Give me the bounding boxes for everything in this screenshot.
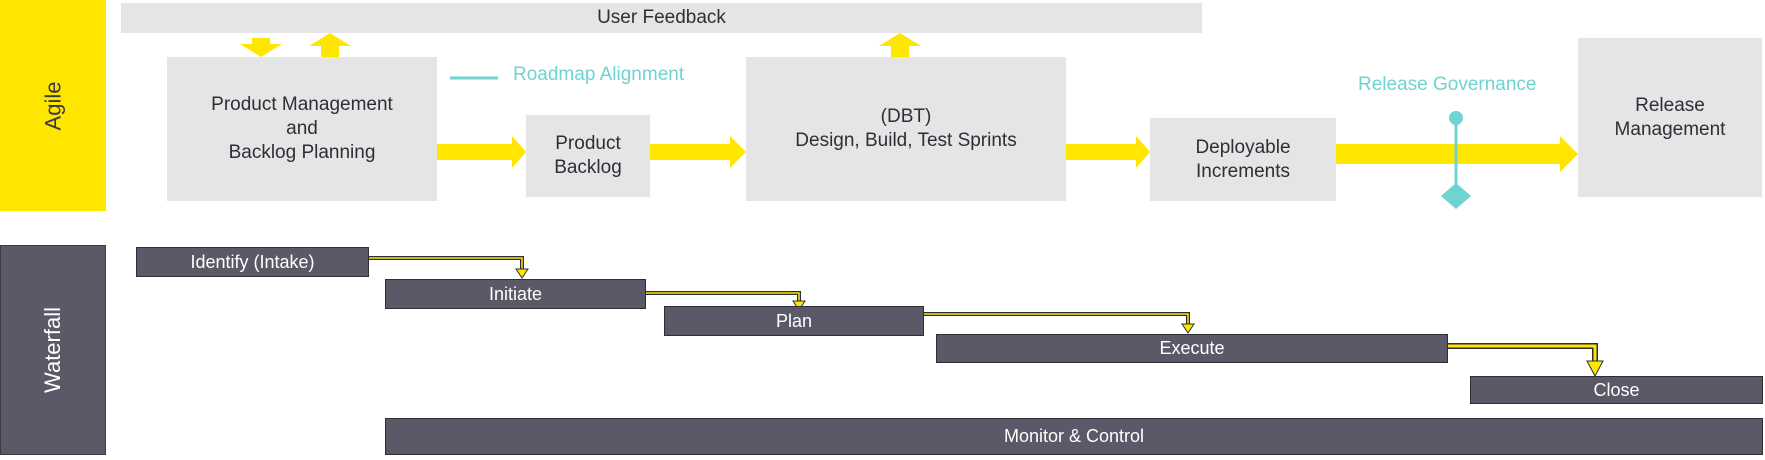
feedback-up-arrow-left xyxy=(309,33,351,57)
execute-bar: Execute xyxy=(936,334,1448,363)
connector-execute-close xyxy=(1448,343,1598,362)
identify-intake-bar: Identify (Intake) xyxy=(136,247,369,277)
flow-arrow-3 xyxy=(1066,136,1150,168)
governance-diamond xyxy=(1441,183,1471,209)
connector-plan-execute xyxy=(924,312,1190,325)
release-management-line-1: Release xyxy=(1635,94,1705,116)
deployable-increments-line-2: Increments xyxy=(1196,160,1290,182)
agile-lane-label: Agile xyxy=(0,0,106,211)
release-management-line-2: Management xyxy=(1614,118,1726,140)
product-backlog-box: Product Backlog xyxy=(526,115,650,197)
deployable-increments-box: Deployable Increments xyxy=(1150,118,1336,201)
flow-arrow-1 xyxy=(435,136,526,168)
release-governance-label: Release Governance xyxy=(1358,74,1537,95)
identify-intake-label: Identify (Intake) xyxy=(190,251,315,272)
connector-initiate-plan xyxy=(646,291,801,302)
connector-identify-initiate xyxy=(369,256,524,270)
plan-bar: Plan xyxy=(664,306,924,336)
plan-label: Plan xyxy=(775,310,813,331)
product-backlog-line-1: Product xyxy=(555,133,621,154)
flow-arrow-2 xyxy=(650,136,746,168)
dbt-box: (DBT) Design, Build, Test Sprints xyxy=(746,57,1066,201)
product-management-box: Product Management and Backlog Planning xyxy=(167,57,437,201)
waterfall-lane-label: Waterfall xyxy=(0,245,106,455)
product-backlog-line-2: Backlog xyxy=(554,157,622,178)
product-management-line-3: Backlog Planning xyxy=(228,142,376,163)
monitor-control-label: Monitor & Control xyxy=(1003,426,1145,446)
execute-label: Execute xyxy=(1159,338,1225,358)
close-label: Close xyxy=(1593,379,1640,400)
user-feedback-label: User Feedback xyxy=(597,7,726,28)
user-feedback-bar: User Feedback xyxy=(121,3,1202,33)
feedback-down-arrow xyxy=(240,38,282,57)
deployable-increments-line-1: Deployable xyxy=(1195,136,1291,158)
release-management-box: Release Management xyxy=(1578,38,1762,197)
product-management-line-1: Product Management xyxy=(211,94,393,115)
roadmap-alignment-label: Roadmap Alignment xyxy=(513,64,685,85)
initiate-bar: Initiate xyxy=(385,279,646,309)
close-bar: Close xyxy=(1470,376,1763,404)
monitor-control-bar: Monitor & Control xyxy=(385,418,1763,455)
dbt-line-2: Design, Build, Test Sprints xyxy=(795,130,1017,151)
initiate-label: Initiate xyxy=(488,283,543,304)
feedback-up-arrow-right xyxy=(879,33,921,57)
dbt-line-1: (DBT) xyxy=(880,106,932,127)
governance-dot xyxy=(1449,111,1463,125)
product-management-line-2: and xyxy=(286,118,318,139)
